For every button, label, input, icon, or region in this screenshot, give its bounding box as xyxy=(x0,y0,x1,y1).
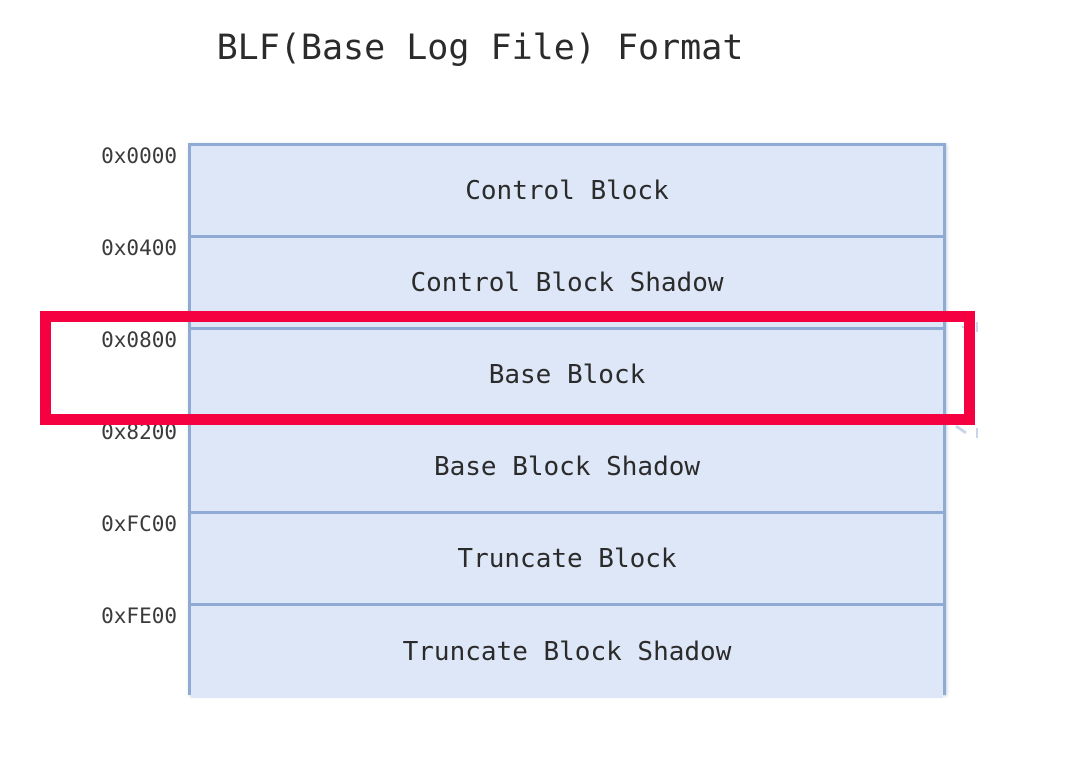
block-row: Control Block Shadow xyxy=(191,238,943,330)
address-label-5: 0xFE00 xyxy=(101,604,177,628)
block-row: Control Block xyxy=(191,146,943,238)
edge-tick-mark xyxy=(976,428,978,438)
address-label-2: 0x0800 xyxy=(101,328,177,352)
edge-tick-mark xyxy=(976,322,978,332)
edge-tick-mark xyxy=(955,424,967,435)
blf-layout-diagram: Control Block Control Block Shadow Base … xyxy=(188,143,946,698)
edge-tick-mark xyxy=(962,326,971,328)
block-row: Base Block xyxy=(191,330,943,422)
address-label-3: 0x8200 xyxy=(101,420,177,444)
block-row: Truncate Block Shadow xyxy=(191,606,943,698)
block-label-truncate-block: Truncate Block xyxy=(457,543,677,574)
block-label-base-block: Base Block xyxy=(488,359,646,390)
block-label-control-block: Control Block xyxy=(465,175,669,206)
address-gutter: 0x0000 0x0400 0x0800 0x8200 0xFC00 0xFE0… xyxy=(0,143,185,695)
block-row: Base Block Shadow xyxy=(191,422,943,514)
page-title: BLF(Base Log File) Format xyxy=(216,28,744,68)
block-label-base-block-shadow: Base Block Shadow xyxy=(433,451,701,482)
address-label-0: 0x0000 xyxy=(101,144,177,168)
address-label-4: 0xFC00 xyxy=(101,512,177,536)
address-label-1: 0x0400 xyxy=(101,236,177,260)
block-row: Truncate Block xyxy=(191,514,943,606)
block-label-control-block-shadow: Control Block Shadow xyxy=(410,267,724,298)
block-label-truncate-block-shadow: Truncate Block Shadow xyxy=(402,637,732,667)
